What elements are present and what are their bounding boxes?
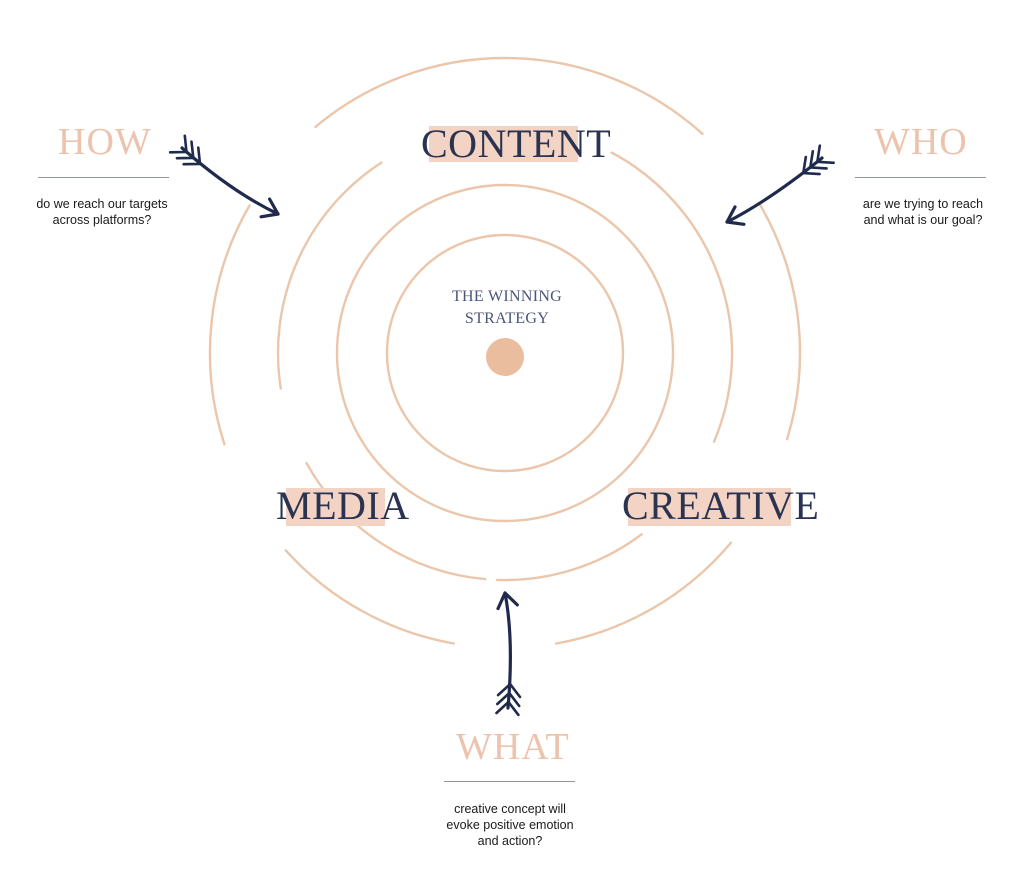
ring-arc-3-3: [305, 461, 487, 581]
arrow-who-icon: [725, 144, 835, 226]
question-how-underline: [38, 177, 169, 178]
highlight-content: [429, 126, 578, 162]
question-what-underline: [444, 781, 575, 782]
ring-label-content: CONTENT: [421, 124, 611, 164]
arrow-how-icon-feather-2: [175, 140, 195, 160]
question-what-title: WHAT: [456, 726, 570, 768]
ring-circle-1: [385, 233, 625, 473]
arrow-who-icon-feather-1: [816, 144, 835, 165]
arrow-who-icon-shaft: [725, 156, 824, 224]
question-what-line-2: evoke positive emotion: [446, 818, 574, 832]
center-title-line-2: STRATEGY: [464, 310, 550, 327]
ring-label-media-text: MEDIA: [276, 483, 410, 528]
ring-circle-2: [335, 183, 675, 523]
highlight-media: [286, 488, 385, 526]
question-how-text: do we reach our targets across platforms…: [14, 196, 190, 228]
question-who-underline: [855, 177, 986, 178]
arrow-what-icon: [495, 591, 522, 717]
question-how-line-1: do we reach our targets: [36, 197, 168, 211]
arrow-what-icon-head: [496, 591, 519, 611]
ring-label-content-text: CONTENT: [421, 121, 612, 166]
arrow-how-icon-feather-3: [182, 146, 202, 166]
ring-arc-4-3: [555, 541, 733, 645]
arrow-who-icon-head: [725, 205, 746, 226]
highlight-creative: [628, 488, 791, 526]
arrow-what-icon-feather-2: [496, 691, 521, 708]
arrow-what-icon-feather-1: [495, 700, 520, 717]
arrow-how-icon-head: [259, 197, 280, 219]
question-what-line-3: and action?: [477, 834, 543, 848]
question-how-title: HOW: [58, 121, 152, 163]
ring-arc-3-4: [276, 161, 383, 390]
ring-arc-4-2: [759, 204, 802, 441]
arrow-how-icon: [168, 134, 280, 219]
ring-label-media: MEDIA: [276, 486, 410, 526]
center-title: THE WINNING STRATEGY: [422, 286, 592, 330]
arrow-what-icon-shaft: [503, 591, 512, 710]
arrows-layer: [168, 134, 835, 717]
arrow-what-icon-feather-3: [496, 682, 522, 699]
rings-layer: [208, 56, 802, 645]
question-how-line-2: across platforms?: [52, 213, 152, 227]
question-what-text: creative concept will evoke positive emo…: [418, 801, 602, 849]
question-who-title: WHO: [874, 121, 968, 163]
arrow-how-icon-feather-1: [168, 134, 188, 154]
ring-arc-3-1: [610, 151, 734, 443]
ring-label-creative: CREATIVE: [622, 486, 819, 526]
arrow-how-icon-shaft: [180, 146, 280, 216]
center-title-line-1: THE WINNING: [451, 288, 563, 305]
arrow-who-icon-feather-3: [802, 155, 821, 176]
question-who-line-2: and what is our goal?: [863, 213, 983, 227]
arrow-who-icon-feather-2: [809, 150, 828, 170]
ring-arc-3-2: [495, 533, 643, 582]
question-who-line-1: are we trying to reach: [862, 197, 984, 211]
ring-arc-4-4: [284, 549, 455, 645]
center-dot: [486, 338, 524, 376]
question-who-text: are we trying to reach and what is our g…: [832, 196, 1014, 228]
question-what-line-1: creative concept will: [454, 802, 566, 816]
ring-arc-4-5: [208, 204, 251, 446]
ring-arc-4-1: [314, 56, 704, 135]
ring-label-creative-text: CREATIVE: [622, 483, 820, 528]
